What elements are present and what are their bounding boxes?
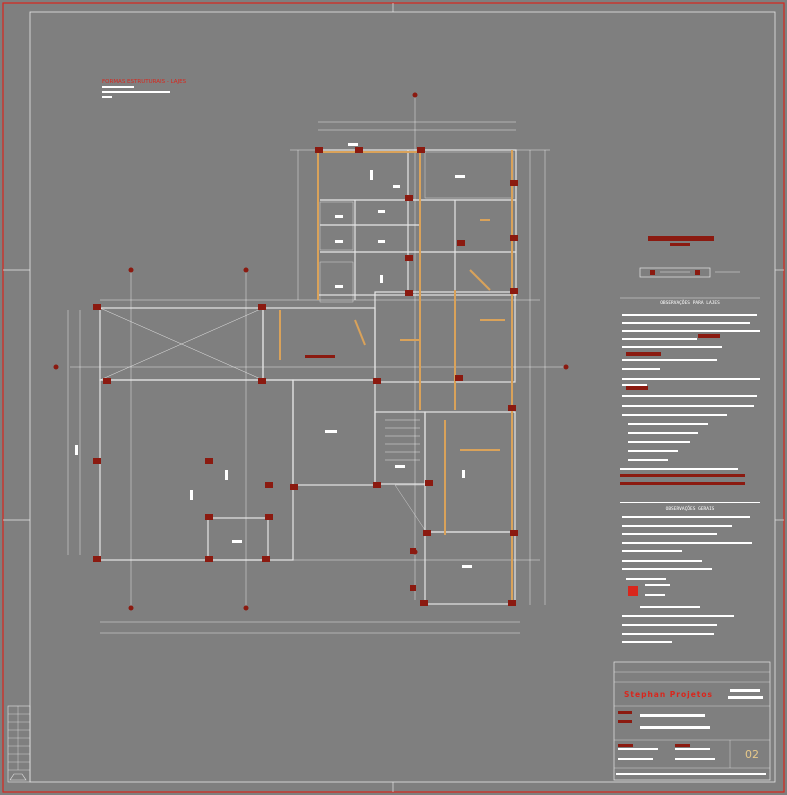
title-block: Stephan Projetos 02 — [613, 661, 771, 781]
void-cross — [99, 307, 264, 381]
notes-general-title: OBSERVAÇÕES GERAIS — [666, 505, 715, 512]
drawing-header-title: FORMAS ESTRUTURAIS - LAJES — [102, 79, 187, 85]
columns — [93, 147, 518, 606]
notes-panel: OBSERVAÇÕES PARA LAJES OBSERVAÇÕES GERAI… — [620, 297, 760, 643]
frame-ticks — [3, 3, 784, 792]
slab-outlines — [99, 149, 517, 605]
dimension-lines — [67, 95, 565, 634]
stair — [385, 419, 420, 461]
sheet-number: 02 — [745, 748, 759, 761]
slab-labels — [75, 143, 472, 568]
axis-markers — [53, 92, 569, 611]
notes-slabs-title: OBSERVAÇÕES PARA LAJES — [660, 299, 720, 306]
header-notes — [102, 86, 170, 98]
section-detail — [639, 236, 740, 278]
beams — [279, 150, 513, 605]
inner-frame — [29, 11, 776, 783]
firm-name: Stephan Projetos — [624, 690, 713, 699]
revision-table — [7, 705, 31, 783]
